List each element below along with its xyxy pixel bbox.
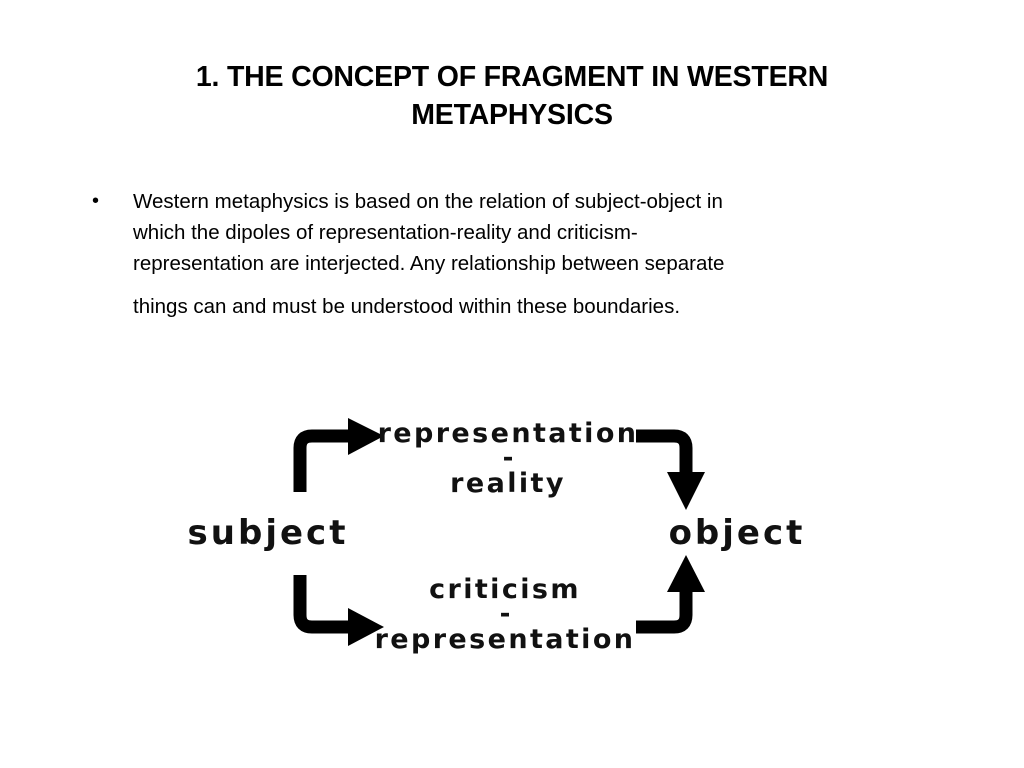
top-label-dash: - (503, 443, 514, 473)
bullet-line-3: representation are interjected. Any rela… (133, 252, 725, 275)
bottom-label-line-2: representation (375, 624, 636, 655)
arrow-subject-to-top-icon (293, 418, 384, 492)
slide-title: 1. THE CONCEPT OF FRAGMENT IN WESTERN ME… (100, 58, 924, 134)
title-line-1: 1. THE CONCEPT OF FRAGMENT IN WESTERN (195, 61, 829, 93)
node-subject: subject (188, 513, 349, 553)
title-line-2: METAPHYSICS (411, 99, 613, 131)
bullet-mark: • (92, 190, 100, 212)
bullet-text: Western metaphysics is based on the rela… (133, 186, 885, 322)
top-label-line-1: representation (378, 418, 639, 449)
bullet-line-4: things can and must be understood within… (133, 295, 681, 318)
bullet-line-1: Western metaphysics is based on the rela… (133, 190, 723, 213)
top-label-line-2: reality (450, 468, 566, 499)
arrow-bottom-to-object-icon (636, 555, 705, 634)
bullet-line-2: which the dipoles of representation-real… (133, 221, 638, 244)
bottom-label-line-1: criticism (429, 574, 581, 605)
node-object: object (669, 513, 806, 553)
bottom-label-dash: - (500, 599, 511, 629)
arrow-top-to-object-icon (636, 429, 705, 510)
arrow-subject-to-bottom-icon (293, 575, 384, 646)
